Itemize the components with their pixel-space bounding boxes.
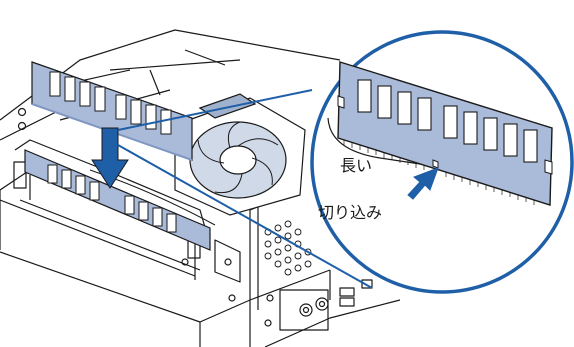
magnified-memory-module [337,61,553,206]
diagonal-arrow-icon [407,167,439,200]
notch-label: 切り込み [318,203,382,222]
long-label: 長い [340,156,372,175]
cooling-fan [174,93,306,216]
long-section-curve [327,117,421,165]
memory-module [31,61,193,161]
down-arrow-icon [91,127,129,189]
callout-lines [117,89,373,289]
callout-circle: 長い 切り込み [310,30,574,294]
